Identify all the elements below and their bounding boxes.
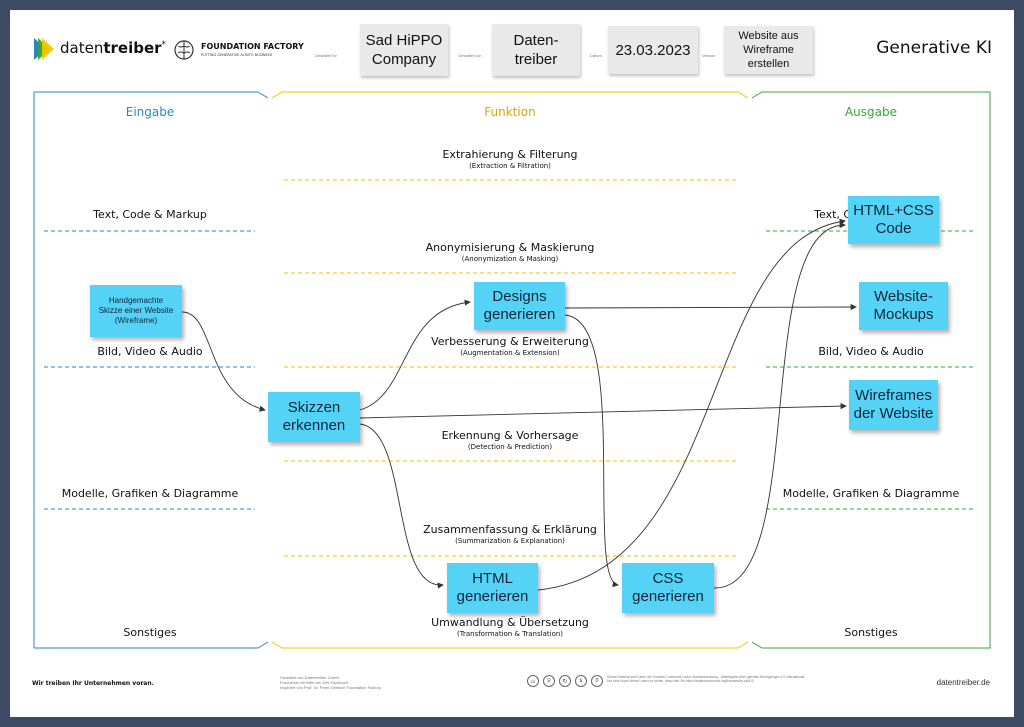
- function-erkennung-title: Erkennung & Vorhersage: [441, 429, 579, 442]
- eingabe-category-modelle: Modelle, Grafiken & Diagramme: [61, 487, 239, 500]
- arrow-skizzen-to-html: [359, 423, 444, 589]
- function-verbesserung: Verbesserung & Erweiterung (Augmentation…: [272, 335, 748, 357]
- eingabe-frame-bottom: [34, 641, 269, 649]
- funktion-frame-top: [271, 91, 749, 99]
- cc-zero-icon: 0: [591, 675, 603, 687]
- column-eingabe: Eingabe: [125, 105, 175, 119]
- brand-suffix: treiber: [103, 39, 162, 57]
- footer-credits: Gestaltet von Datentreiber GmbH Produzie…: [280, 675, 410, 690]
- brand-mark: *: [161, 40, 167, 50]
- footer-slogan: Wir treiben Ihr Unternehmen voran.: [32, 680, 154, 687]
- gestaltet-von-label: Gestaltet von: [458, 53, 482, 58]
- eingabe-category-text: Text, Code & Markup: [93, 208, 207, 221]
- arrow-designs-to-mockups: [564, 303, 857, 311]
- footer-website-link[interactable]: datentreiber.de: [936, 678, 990, 687]
- gestaltet-fuer-note[interactable]: Sad HiPPO Company: [360, 24, 448, 76]
- sticky-html-css-code[interactable]: HTML+CSS Code: [848, 196, 939, 244]
- function-erkennung-sub: (Detection & Prediction): [467, 443, 553, 451]
- eingabe-frame: [33, 91, 269, 648]
- foundation-title: FOUNDATION FACTORY: [201, 42, 304, 51]
- gestaltet-von-note[interactable]: Daten- treiber: [492, 24, 580, 76]
- arrow-skizzen-to-designs: [359, 299, 471, 411]
- foundation-subtitle: PUTTING GENERATIVE AI INTO BUSINESS: [201, 53, 273, 57]
- cc-nc-icon: $: [575, 675, 587, 687]
- eingabe-category-bild: Bild, Video & Audio: [97, 345, 203, 358]
- brand-name: datentreiber*: [60, 39, 166, 57]
- brain-icon: [174, 40, 194, 60]
- function-anonymisierung-sub: (Anonymization & Masking): [461, 255, 559, 263]
- datum-note[interactable]: 23.03.2023: [608, 26, 698, 74]
- datentreiber-logo-icon: [34, 38, 54, 60]
- datum-label: Datum: [590, 53, 602, 58]
- function-umwandlung-sub: (Transformation & Translation): [456, 630, 564, 638]
- funktion-frame-bottom: [271, 641, 749, 649]
- frame-layer: [33, 91, 991, 649]
- arrow-handgemacht-to-skizzen: [181, 311, 266, 412]
- column-ausgabe: Ausgabe: [844, 105, 898, 119]
- function-erkennung: Erkennung & Vorhersage (Detection & Pred…: [272, 429, 748, 451]
- version-note[interactable]: Website aus Wireframe erstellen: [724, 26, 813, 74]
- sticky-handgemachte-skizze[interactable]: Handgemachte Skizze einer Website (Wiref…: [90, 285, 182, 337]
- function-extrahierung-sub: (Extraction & Filtration): [469, 162, 551, 170]
- function-anonymisierung-title: Anonymisierung & Maskierung: [425, 241, 595, 254]
- cc-license-icons: cc ♀ ↻ $ 0: [527, 675, 603, 687]
- ausgabe-category-modelle: Modelle, Grafiken & Diagramme: [782, 487, 960, 500]
- sticky-website-mockups[interactable]: Website- Mockups: [859, 282, 948, 330]
- version-label: Version: [702, 53, 716, 58]
- sticky-designs-generieren[interactable]: Designs generieren: [474, 282, 565, 330]
- footer-license-line-1: Dieses Material steht unter der Creative…: [607, 675, 806, 679]
- ausgabe-frame: [751, 91, 991, 649]
- arrow-designs-to-css: [564, 314, 619, 588]
- footer-license: Dieses Material steht unter der Creative…: [607, 675, 837, 683]
- footer-credits-line-1: Gestaltet von Datentreiber GmbH: [280, 675, 340, 680]
- function-verbesserung-title: Verbesserung & Erweiterung: [431, 335, 589, 348]
- canvas-title: Generative KI: [876, 38, 992, 58]
- datentreiber-logo: datentreiber*: [32, 36, 166, 62]
- connector-layer: [181, 218, 857, 591]
- brand-prefix: daten: [60, 39, 104, 57]
- arrow-skizzen-to-wireframes: [359, 402, 847, 419]
- canvas-sheet: datentreiber* FOUNDATION FACTORY PUTTING…: [10, 10, 1014, 717]
- function-zusammenfassung-sub: (Summarization & Explanation): [455, 537, 565, 545]
- sticky-skizzen-erkennen[interactable]: Skizzen erkennen: [268, 392, 360, 442]
- function-extrahierung-title: Extrahierung & Filterung: [442, 148, 578, 161]
- function-anonymisierung: Anonymisierung & Maskierung (Anonymizati…: [272, 241, 748, 263]
- sticky-wireframes-der-website[interactable]: Wireframes der Website: [849, 380, 938, 430]
- function-umwandlung: Umwandlung & Übersetzung (Transformation…: [272, 616, 748, 638]
- cc-icon: cc: [527, 675, 539, 687]
- arrow-html-to-htmlcss: [537, 218, 846, 591]
- function-zusammenfassung-title: Zusammenfassung & Erklärung: [423, 523, 597, 536]
- footer-license-line-2: Um eine Kopie dieser Lizenz zu sehen, be…: [607, 679, 754, 683]
- function-umwandlung-title: Umwandlung & Übersetzung: [431, 616, 589, 629]
- arrow-css-to-htmlcss: [713, 221, 846, 589]
- cc-sa-icon: ↻: [559, 675, 571, 687]
- footer-credits-line-2: Produziert mit Hilfe von DIN Fachbuch: [280, 680, 349, 685]
- foundation-factory-logo: FOUNDATION FACTORY PUTTING GENERATIVE AI…: [173, 39, 313, 63]
- column-funktion: Funktion: [484, 105, 536, 119]
- eingabe-category-sonstiges: Sonstiges: [123, 626, 177, 639]
- cc-by-icon: ♀: [543, 675, 555, 687]
- ausgabe-category-bild: Bild, Video & Audio: [818, 345, 924, 358]
- gestaltet-fuer-label: Gestaltet für: [315, 53, 337, 58]
- sticky-html-generieren[interactable]: HTML generieren: [447, 563, 538, 613]
- function-verbesserung-sub: (Augmentation & Extension): [460, 349, 560, 357]
- footer-credits-line-3: Inspiriert von Prof. Dr. Peter Gentsch F…: [280, 685, 381, 690]
- sticky-css-generieren[interactable]: CSS generieren: [622, 563, 714, 613]
- function-extrahierung: Extrahierung & Filterung (Extraction & F…: [272, 148, 748, 170]
- function-zusammenfassung: Zusammenfassung & Erklärung (Summarizati…: [272, 523, 748, 545]
- ausgabe-category-sonstiges: Sonstiges: [844, 626, 898, 639]
